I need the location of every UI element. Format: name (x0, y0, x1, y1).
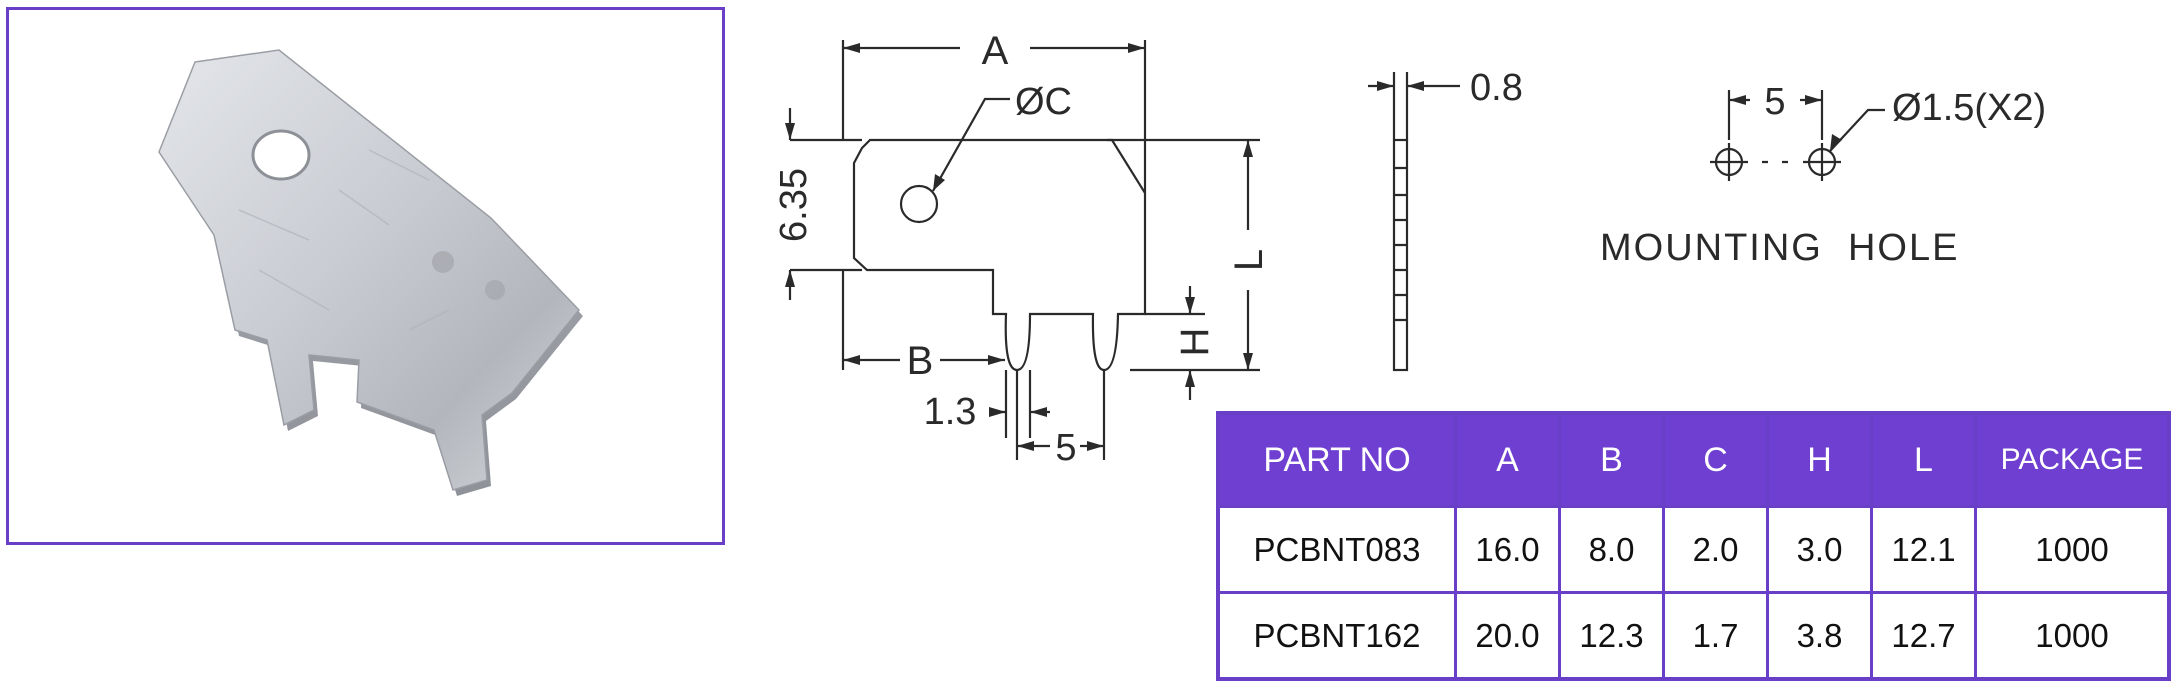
label-pin-width: 1.3 (924, 391, 977, 433)
label-dim-h: H (1173, 328, 1217, 357)
table-row: PCBNT162 20.0 12.3 1.7 3.8 12.7 1000 (1220, 591, 2167, 677)
cell-l: 12.1 (1870, 505, 1974, 591)
label-dim-l: L (1227, 249, 1271, 271)
terminal-photo (158, 49, 583, 496)
header-c: C (1662, 415, 1766, 505)
table-header-row: PART NO A B C H L PACKAGE (1220, 415, 2167, 505)
terminal-outline (852, 138, 1147, 372)
cell-b: 8.0 (1558, 505, 1662, 591)
cell-a: 16.0 (1454, 505, 1558, 591)
header-a: A (1454, 415, 1558, 505)
cell-c: 2.0 (1662, 505, 1766, 591)
cell-c: 1.7 (1662, 591, 1766, 677)
table-row: PCBNT083 16.0 8.0 2.0 3.0 12.1 1000 (1220, 505, 2167, 591)
cell-l: 12.7 (1870, 591, 1974, 677)
label-dim-c: ØC (1015, 81, 1072, 123)
side-view (1392, 138, 1409, 372)
hole-circle (899, 184, 939, 224)
product-photo-panel (6, 7, 725, 545)
cell-package: 1000 (1974, 505, 2167, 591)
cell-b: 12.3 (1558, 591, 1662, 677)
label-mounting-hole: MOUNTING HOLE (1600, 227, 1959, 269)
label-dim-b: B (907, 339, 934, 383)
header-h: H (1766, 415, 1870, 505)
cell-part-no: PCBNT083 (1220, 505, 1454, 591)
label-hole-diameter: Ø1.5(X2) (1892, 87, 2046, 129)
cell-h: 3.0 (1766, 505, 1870, 591)
terminal-hole (251, 129, 311, 181)
header-package: PACKAGE (1974, 415, 2167, 505)
header-b: B (1558, 415, 1662, 505)
cell-h: 3.8 (1766, 591, 1870, 677)
label-pin-pitch: 5 (1055, 427, 1076, 469)
label-dim-height: 6.35 (773, 168, 815, 242)
label-hole-pitch: 5 (1764, 81, 1785, 123)
header-l: L (1870, 415, 1974, 505)
label-dim-a: A (982, 29, 1009, 73)
label-thickness: 0.8 (1470, 67, 1523, 109)
spec-table: PART NO A B C H L PACKAGE PCBNT083 16.0 … (1216, 411, 2171, 681)
cell-part-no: PCBNT162 (1220, 591, 1454, 677)
cell-package: 1000 (1974, 591, 2167, 677)
header-part-no: PART NO (1220, 415, 1454, 505)
cell-a: 20.0 (1454, 591, 1558, 677)
